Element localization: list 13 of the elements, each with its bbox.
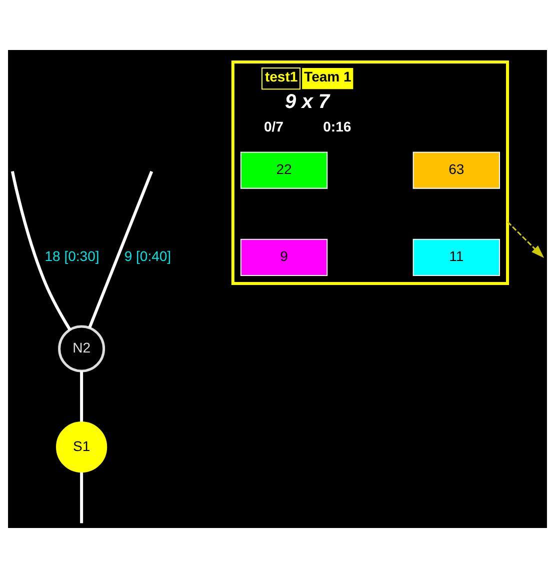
node-box: 9 xyxy=(240,238,328,276)
node-box: 63 xyxy=(412,151,500,188)
connector xyxy=(88,170,154,328)
edge-label: 18 [0:30] xyxy=(44,248,100,264)
edge-label: 9 [0:40] xyxy=(124,248,172,264)
arrow xyxy=(507,220,544,258)
connector xyxy=(10,170,72,330)
connector xyxy=(80,370,84,422)
connector xyxy=(80,472,84,523)
node-circle: S1 xyxy=(56,421,108,472)
node-box: 22 xyxy=(240,151,328,188)
node-box: 11 xyxy=(412,238,500,276)
node-circle: N2 xyxy=(58,324,106,372)
